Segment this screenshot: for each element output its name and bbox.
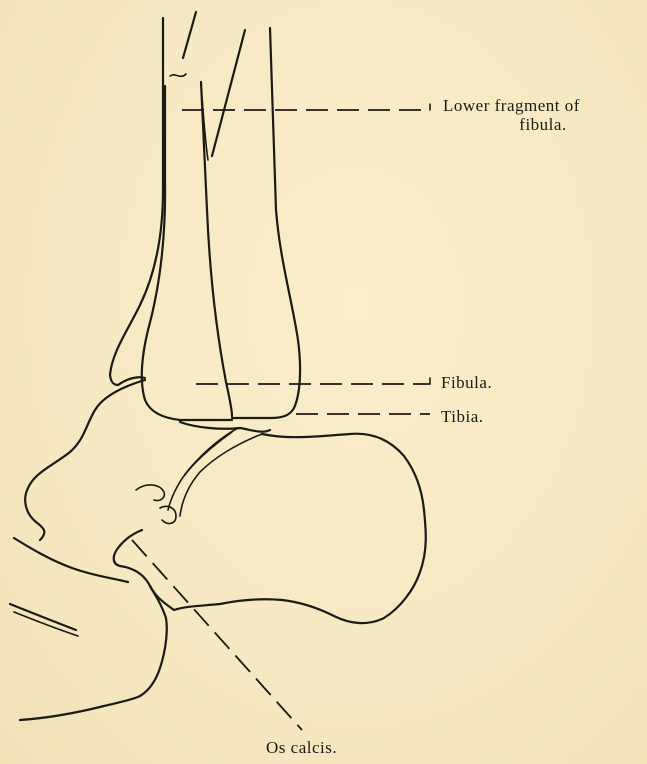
leader-os-calcis bbox=[132, 540, 302, 730]
label-fibula: Fibula. bbox=[441, 373, 492, 392]
fibula-outline bbox=[110, 12, 232, 416]
os-calcis-outline bbox=[114, 434, 426, 696]
label-os-calcis: Os calcis. bbox=[266, 738, 337, 757]
label-lower-fragment-fibula: fibula. bbox=[443, 115, 643, 134]
tibia-outline bbox=[142, 28, 300, 420]
label-tibia: Tibia. bbox=[441, 407, 484, 426]
label-lower-fragment: Lower fragment of bbox=[443, 96, 580, 115]
talus-outline bbox=[25, 377, 270, 540]
